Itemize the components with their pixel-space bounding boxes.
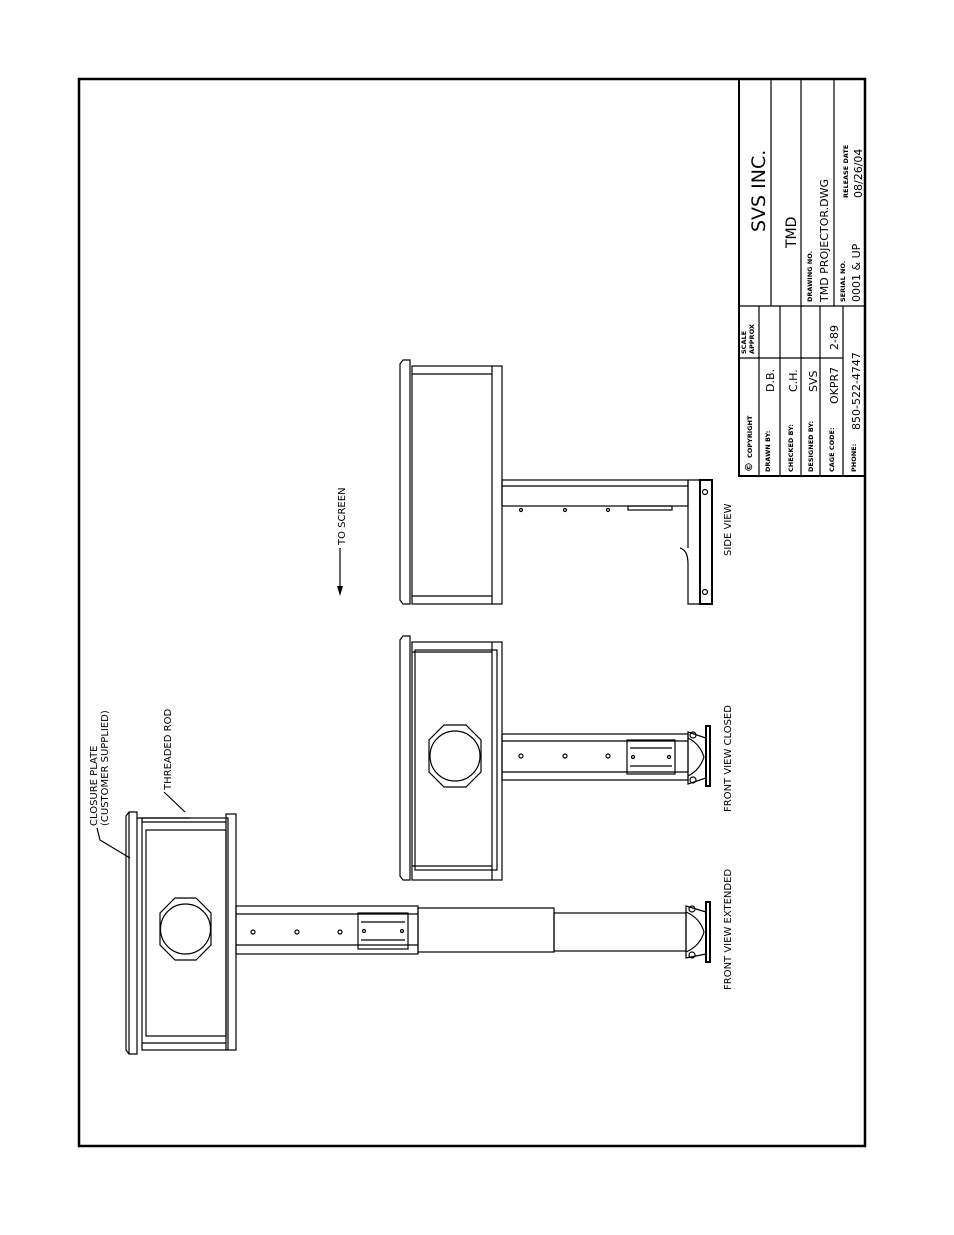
front-view-extended-label: FRONT VIEW EXTENDED (723, 869, 734, 990)
closure-plate-label: CLOSURE PLATE (89, 745, 100, 826)
customer-supplied-label: (CUSTOMER SUPPLIED) (100, 710, 111, 826)
copyright-label: COPYRIGHT (746, 415, 754, 458)
to-screen-arrowhead (337, 586, 343, 596)
threaded-rod-leader (163, 791, 186, 813)
title-block (738, 78, 866, 477)
cage-code: OKPR7 (828, 367, 841, 404)
drawn-by-label: DRAWN BY: (764, 431, 772, 472)
sheet-border (77, 77, 867, 1148)
phone-label: PHONE: (850, 444, 858, 472)
checked-by: C.H. (787, 369, 800, 392)
closure-plate-leader (96, 827, 131, 859)
revision: 2-89 (828, 325, 841, 350)
front-view-closed (399, 635, 711, 881)
front-view-extended (125, 811, 711, 1055)
serial-no-label: SERIAL NO. (839, 261, 847, 302)
product-name: TMD (784, 217, 800, 249)
designed-by: SVS (807, 370, 820, 392)
scale-label: SCALE (740, 331, 748, 354)
designed-by-label: DESIGNED BY: (807, 421, 815, 472)
side-view (399, 359, 713, 605)
front-view-closed-label: FRONT VIEW CLOSED (723, 705, 734, 812)
drawing-no-label: DRAWING NO. (806, 251, 814, 302)
release-date: 08/26/04 (852, 149, 865, 198)
phone: 850-522-4747 (850, 352, 863, 430)
drawn-by: D.B. (764, 369, 777, 392)
copyright-symbol: © (744, 462, 755, 472)
threaded-rod-label: THREADED ROD (163, 709, 174, 791)
release-date-label: RELEASE DATE (842, 145, 850, 198)
drawing-no: TMD PROJECTOR.DWG (818, 179, 831, 303)
side-view-label: SIDE VIEW (723, 503, 734, 556)
company-name: SVS INC. (748, 150, 770, 232)
checked-by-label: CHECKED BY: (787, 424, 795, 472)
scale-approx-label: APPROX (748, 324, 756, 354)
serial-no: 0001 & UP (850, 243, 863, 302)
to-screen-label: TO SCREEN (337, 487, 348, 546)
cage-code-label: CAGE CODE: (828, 427, 836, 472)
